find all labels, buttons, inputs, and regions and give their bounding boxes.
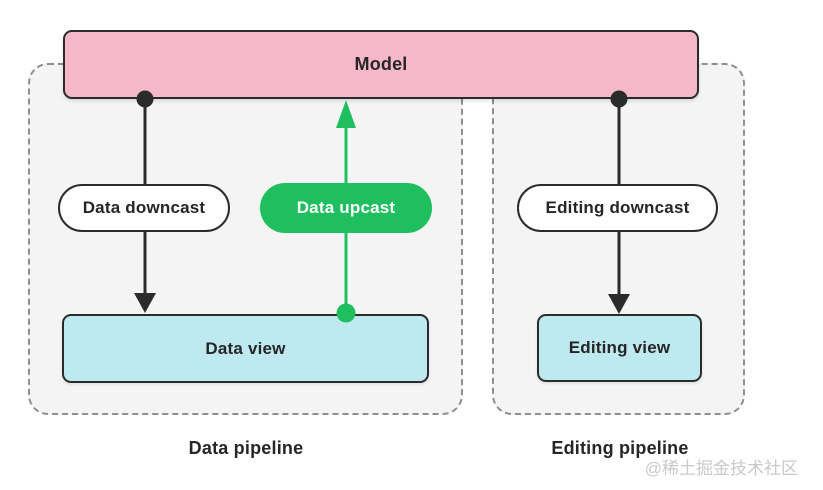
editing-downcast-pill: Editing downcast bbox=[517, 184, 718, 232]
model-label: Model bbox=[354, 54, 408, 74]
editing-downcast-label: Editing downcast bbox=[545, 198, 690, 217]
data-downcast-pill: Data downcast bbox=[58, 184, 230, 232]
data-downcast-label: Data downcast bbox=[82, 198, 206, 217]
watermark-text: @稀土掘金技术社区 bbox=[644, 459, 798, 478]
data-pipeline-caption: Data pipeline bbox=[188, 438, 304, 458]
editing-pipeline-caption: Editing pipeline bbox=[551, 438, 689, 458]
data-view-label: Data view bbox=[205, 338, 286, 358]
data-view-box: Data view bbox=[62, 314, 429, 383]
editing-view-label: Editing view bbox=[568, 338, 671, 357]
data-upcast-label: Data upcast bbox=[296, 198, 396, 217]
data-upcast-pill: Data upcast bbox=[260, 183, 432, 233]
editing-view-box: Editing view bbox=[537, 314, 702, 382]
model-box: Model bbox=[63, 30, 699, 99]
